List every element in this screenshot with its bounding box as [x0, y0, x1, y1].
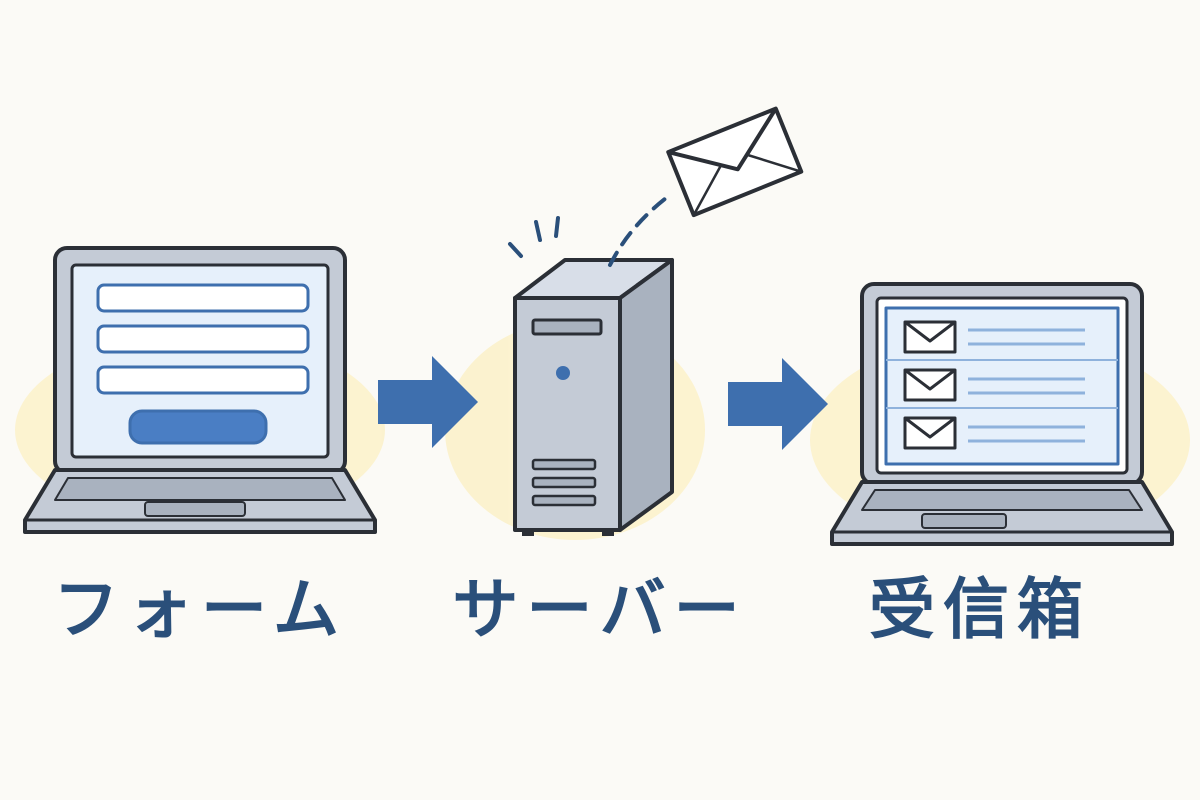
- form-field-3: [96, 365, 310, 395]
- inbox-mail-row: [903, 368, 1085, 402]
- form-field-2: [96, 324, 310, 354]
- activity-lines: [508, 216, 560, 258]
- send-path: [608, 193, 672, 267]
- form-field-1: [96, 283, 310, 313]
- inbox-mail-row: [903, 320, 1085, 354]
- laptop-inbox-icon: [830, 282, 1174, 546]
- server-label: サーバー: [452, 571, 748, 648]
- power-led: [556, 366, 570, 380]
- inbox-label: 受信箱: [869, 571, 1091, 648]
- envelope-icon: [666, 106, 804, 218]
- form-label: フォーム: [52, 571, 348, 648]
- laptop-form-icon: [23, 246, 377, 534]
- inbox-mail-row: [903, 416, 1085, 450]
- form-submit-button: [128, 409, 268, 445]
- arrow-right-icon: [378, 356, 478, 448]
- server-tower-icon: [513, 258, 674, 536]
- arrow-right-icon: [728, 358, 828, 450]
